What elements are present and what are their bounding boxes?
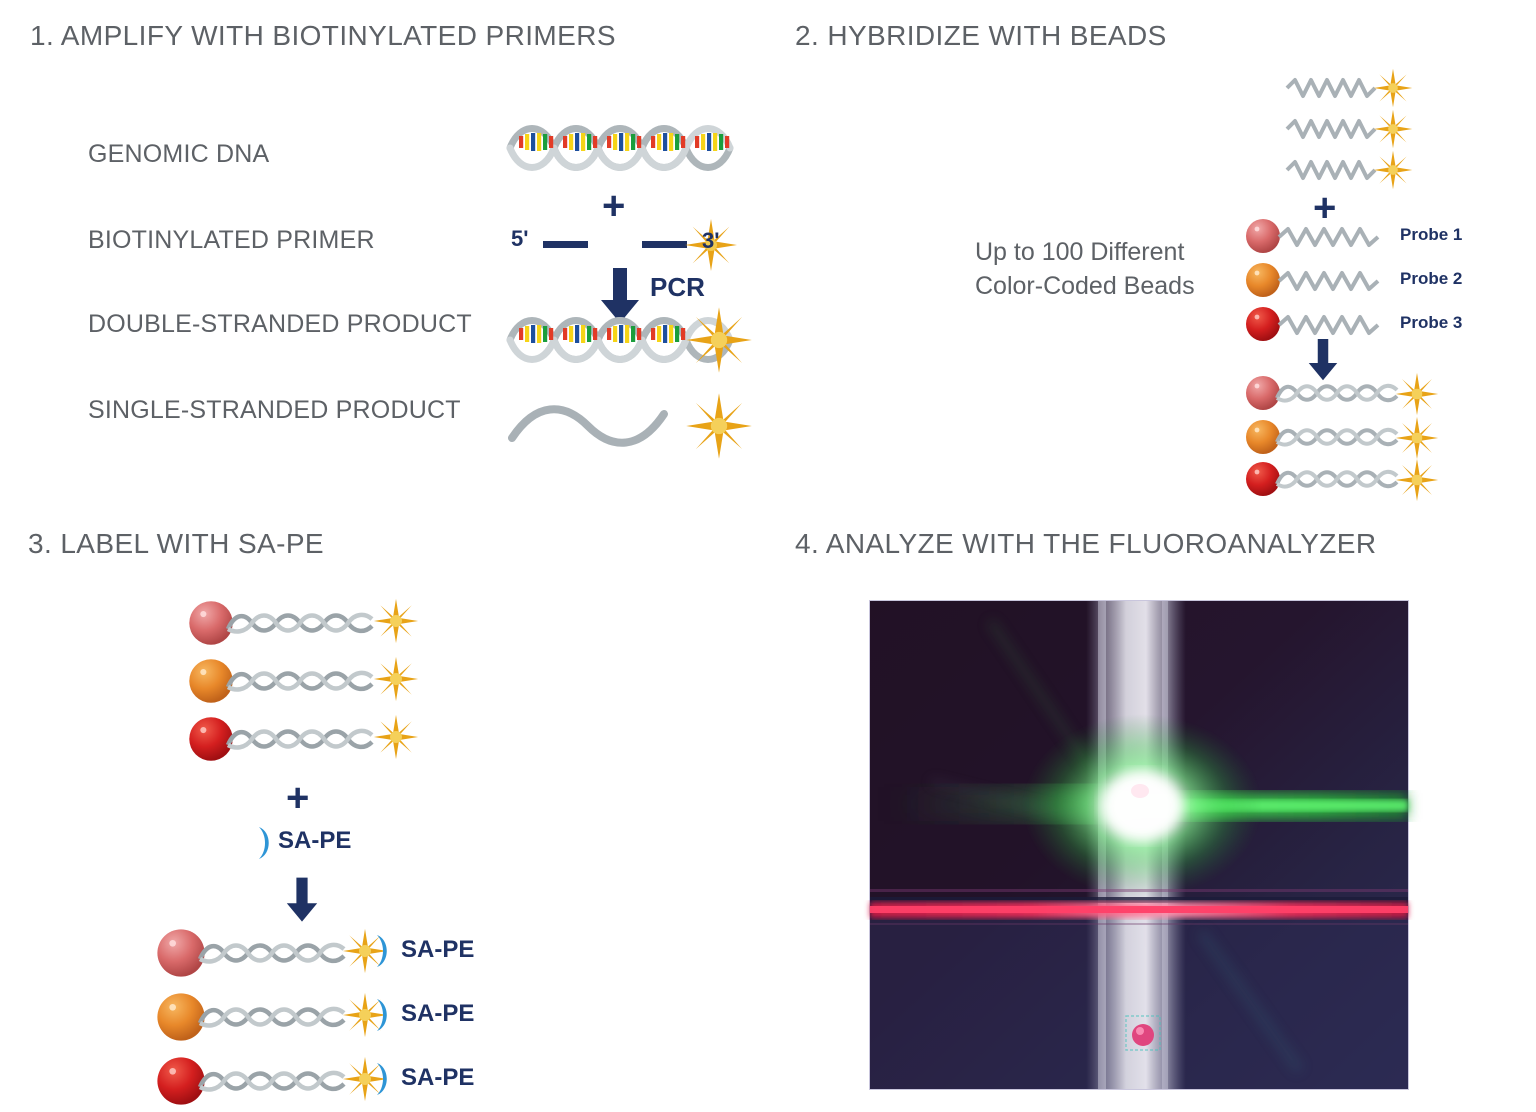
- pcr-label: PCR: [650, 272, 705, 302]
- hybrid-duplex-strand-1: [1275, 383, 1399, 403]
- bead-hybridized-1: [1246, 376, 1280, 410]
- bead-probe-2: [1246, 263, 1280, 297]
- bead-probe-3: [1246, 307, 1280, 341]
- biotin-star-after-1: [342, 928, 388, 974]
- free-strand-2: [1285, 119, 1377, 139]
- panel-amplify: 1. AMPLIFY WITH BIOTINYLATED PRIMERS GEN…: [30, 20, 770, 480]
- probe-row-2: Probe 2: [1245, 260, 1525, 298]
- biotin-star-free-1: [1373, 68, 1413, 108]
- sape-bound-label-1: SA-PE: [401, 936, 475, 963]
- duplex-strand-before-1: [225, 612, 374, 634]
- sape-after-row-2: SA-PE: [156, 990, 556, 1041]
- sape-after-row-1: SA-PE: [156, 926, 556, 977]
- free-strand-1: [1285, 78, 1377, 98]
- dna-double-helix-product: [510, 312, 700, 368]
- probe-1-label: Probe 1: [1400, 225, 1463, 244]
- panel-analyze: 4. ANALYZE WITH THE FLUOROANALYZER: [795, 528, 1495, 1098]
- duplex-strand-before-2: [225, 670, 374, 692]
- probe-3-label: Probe 3: [1400, 313, 1463, 332]
- panel-label-sape: 3. LABEL WITH SA-PE: [28, 528, 768, 1105]
- sape-crescent-bound-3: [377, 1063, 387, 1095]
- sape-crescent-bound-2: [377, 999, 387, 1031]
- sape-after-row-3: SA-PE: [156, 1054, 556, 1105]
- probe-strand-3: [1277, 315, 1380, 335]
- bead-probe-1: [1246, 219, 1280, 253]
- biotin-star-single-stranded: [686, 393, 752, 459]
- dna-double-helix-genomic: [510, 120, 740, 176]
- bead-after-1: [157, 929, 205, 977]
- primer-bar-left: [543, 241, 588, 248]
- label-arrow: [286, 877, 318, 922]
- probe-strand-1: [1277, 227, 1380, 247]
- sape-bound-label-2: SA-PE: [401, 1000, 475, 1027]
- sape-bound-label-3: SA-PE: [401, 1064, 475, 1091]
- label-genomic-dna: GENOMIC DNA: [88, 140, 270, 168]
- biotin-star-after-2: [342, 992, 388, 1038]
- sape-crescent-icon: [259, 827, 269, 859]
- biotin-star-hybridized-2: [1395, 416, 1439, 460]
- panel-4-title: 4. ANALYZE WITH THE FLUOROANALYZER: [795, 528, 1377, 559]
- biotin-star-hybridized-1: [1395, 372, 1439, 416]
- hybrid-duplex-strand-2: [1275, 427, 1399, 447]
- three-prime-label: 3': [702, 228, 720, 253]
- sape-before-row-3: [188, 714, 448, 761]
- biotin-star-before-2: [373, 656, 419, 702]
- beads-caption: Up to 100 Different Color-Coded Beads: [975, 235, 1195, 303]
- duplex-strand-after-2: [197, 1006, 346, 1028]
- label-single-stranded-product: SINGLE-STRANDED PRODUCT: [88, 396, 461, 424]
- duplex-strand-before-3: [225, 728, 374, 750]
- probe-strand-2: [1277, 271, 1380, 291]
- plus-sign-panel1: +: [602, 184, 626, 228]
- sape-reagent-label: SA-PE: [278, 827, 352, 854]
- bead-before-3: [189, 717, 233, 761]
- bead-before-1: [189, 601, 233, 645]
- hybridized-row-1: [1245, 372, 1475, 416]
- hybridized-row-2: [1245, 416, 1475, 460]
- hybridize-arrow: [1308, 339, 1338, 381]
- pcr-arrow: [601, 268, 639, 323]
- biotin-star-double-stranded: [686, 307, 752, 373]
- free-strand-3: [1285, 160, 1377, 180]
- biotin-star-after-3: [342, 1056, 388, 1102]
- label-double-stranded-product: DOUBLE-STRANDED PRODUCT: [88, 310, 472, 338]
- duplex-strand-after-1: [197, 942, 346, 964]
- biotin-star-free-2: [1373, 109, 1413, 149]
- primer-bar-right: [642, 241, 687, 248]
- biotin-star-before-3: [373, 714, 419, 760]
- fluoroanalyzer-render: [870, 601, 1408, 1089]
- panel-1-title: 1. AMPLIFY WITH BIOTINYLATED PRIMERS: [30, 20, 616, 51]
- label-biotinylated-primer: BIOTINYLATED PRIMER: [88, 226, 375, 254]
- sape-before-row-1: [188, 598, 448, 645]
- sape-crescent-bound-1: [377, 935, 387, 967]
- probe-row-1: Probe 1: [1245, 216, 1525, 254]
- bead-after-2: [157, 993, 205, 1041]
- plus-sign-panel3: +: [286, 776, 310, 820]
- biotin-star-before-1: [373, 598, 419, 644]
- single-strand-wave: [508, 405, 668, 447]
- biotin-star-free-3: [1373, 150, 1413, 190]
- biotin-star-hybridized-3: [1395, 458, 1439, 502]
- bead-before-2: [189, 659, 233, 703]
- beads-caption-line-2: Color-Coded Beads: [975, 272, 1195, 300]
- panel-hybridize: 2. HYBRIDIZE WITH BEADS: [795, 20, 1515, 502]
- bead-hybridized-3: [1246, 462, 1280, 496]
- hybridized-row-3: [1245, 458, 1475, 502]
- bead-hybridized-2: [1246, 420, 1280, 454]
- beads-caption-line-1: Up to 100 Different: [975, 238, 1185, 266]
- bead-after-3: [157, 1057, 205, 1105]
- panel-3-title: 3. LABEL WITH SA-PE: [28, 528, 324, 559]
- plus-sign-panel2: +: [1313, 186, 1337, 230]
- probe-row-3: Probe 3: [1245, 304, 1525, 342]
- five-prime-label: 5': [511, 226, 529, 251]
- hybrid-duplex-strand-3: [1275, 469, 1399, 489]
- sape-before-row-2: [188, 656, 448, 703]
- panel-2-title: 2. HYBRIDIZE WITH BEADS: [795, 20, 1167, 51]
- duplex-strand-after-3: [197, 1070, 346, 1092]
- fluoroanalyzer-image: [869, 600, 1409, 1090]
- biotin-star-primer: [685, 219, 737, 271]
- probe-2-label: Probe 2: [1400, 269, 1463, 288]
